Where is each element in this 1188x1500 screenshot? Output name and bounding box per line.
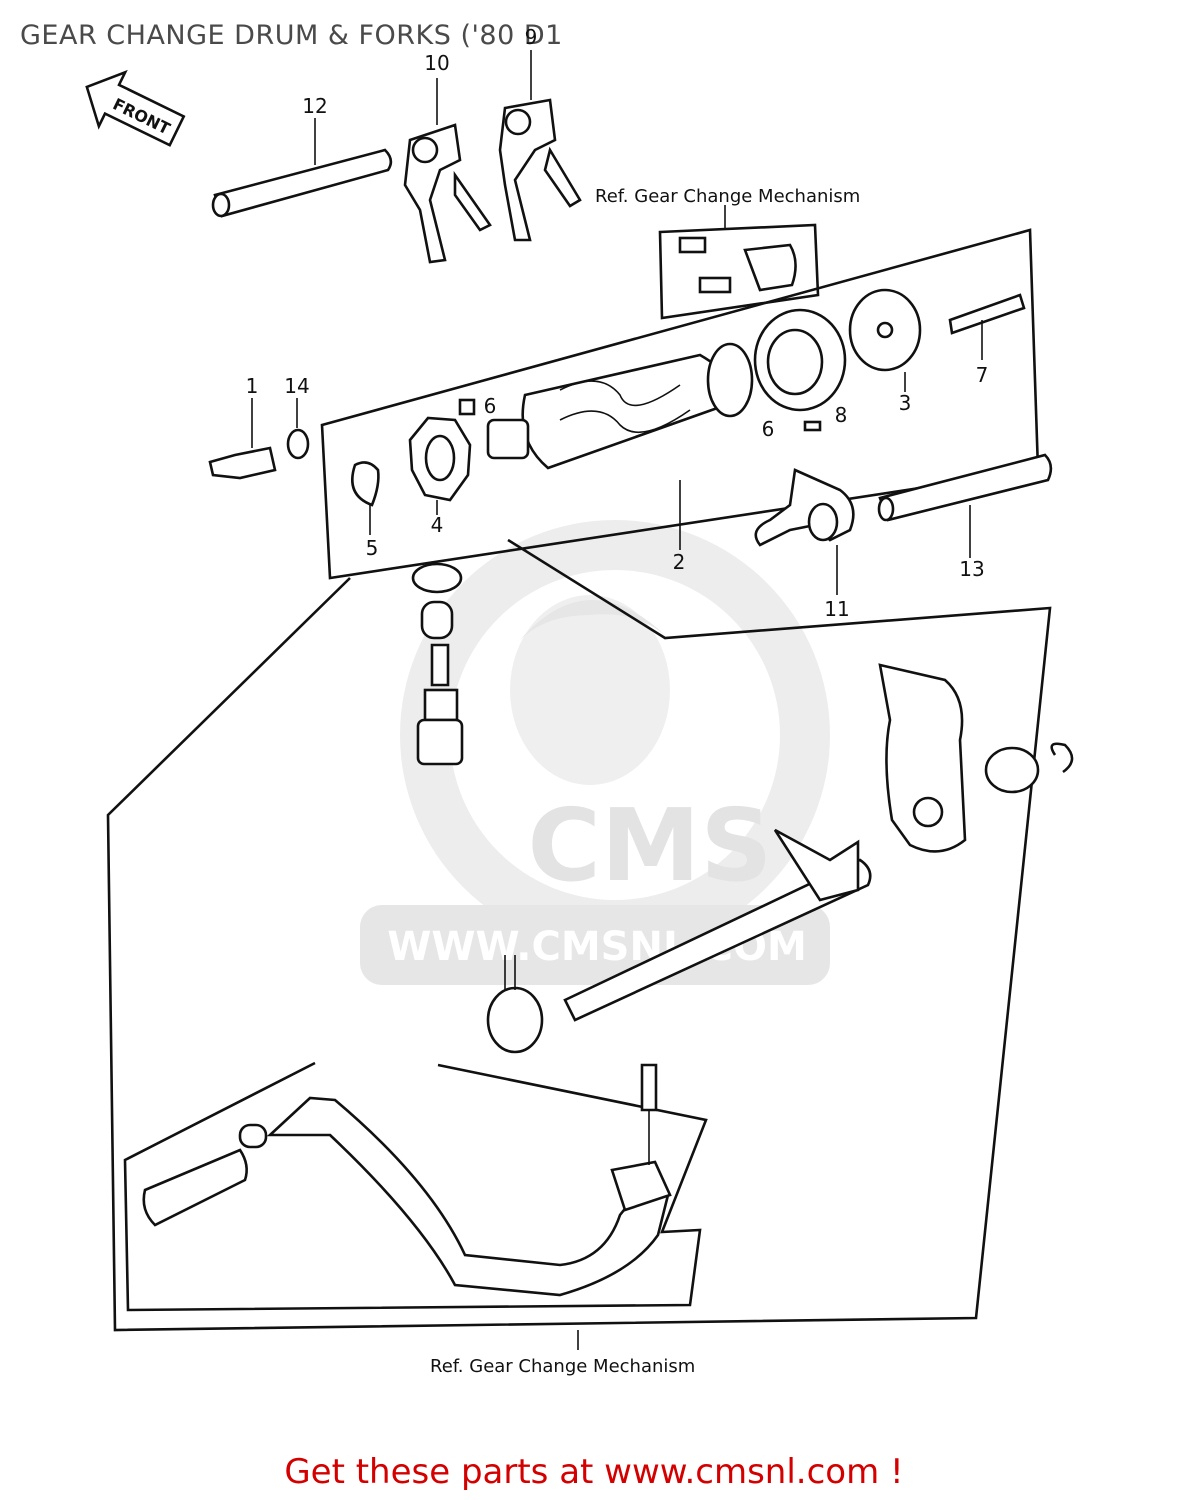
callout-4: 4 — [431, 513, 444, 537]
callout-10: 10 — [424, 51, 449, 75]
shift-rod-12 — [211, 118, 393, 218]
callout-13: 13 — [959, 557, 984, 581]
callout-7: 7 — [976, 363, 989, 387]
callout-14: 14 — [284, 374, 309, 398]
callout-6-lower: 6 — [762, 417, 775, 441]
shift-mechanism-outline — [106, 538, 1052, 1332]
callout-1: 1 — [246, 374, 259, 398]
page-title: GEAR CHANGE DRUM & FORKS ('80 D1 — [20, 20, 563, 51]
reference-label-bottom: Ref. Gear Change Mechanism — [430, 1356, 695, 1377]
pedal-reference-box — [123, 1061, 708, 1350]
neutral-switch-1 — [208, 398, 277, 480]
shift-shaft-assembly — [486, 663, 1074, 1054]
callout-labels: 1 14 5 4 6 2 6 8 3 7 13 11 12 10 9 — [246, 25, 989, 621]
watermark-brand: CMS — [528, 787, 773, 904]
callout-11: 11 — [824, 597, 849, 621]
shift-fork-9 — [498, 50, 582, 242]
watermark: CMS WWW.CMSNL.COM — [360, 520, 830, 985]
gear-change-drum-panel — [320, 228, 1053, 595]
front-arrow-icon: FRONT — [85, 69, 186, 147]
reference-label-top: Ref. Gear Change Mechanism — [595, 186, 860, 207]
callout-5: 5 — [366, 536, 379, 560]
callout-9: 9 — [525, 25, 538, 49]
callout-6-upper: 6 — [484, 394, 497, 418]
footer-link-text[interactable]: Get these parts at www.cmsnl.com ! — [284, 1452, 904, 1492]
detent-assembly — [411, 562, 464, 766]
callout-2: 2 — [673, 550, 686, 574]
callout-12: 12 — [302, 94, 327, 118]
washer-14 — [286, 398, 310, 460]
callout-3: 3 — [899, 391, 912, 415]
callout-8: 8 — [835, 403, 848, 427]
reference-box-top — [658, 205, 820, 320]
shift-fork-10 — [403, 78, 492, 264]
